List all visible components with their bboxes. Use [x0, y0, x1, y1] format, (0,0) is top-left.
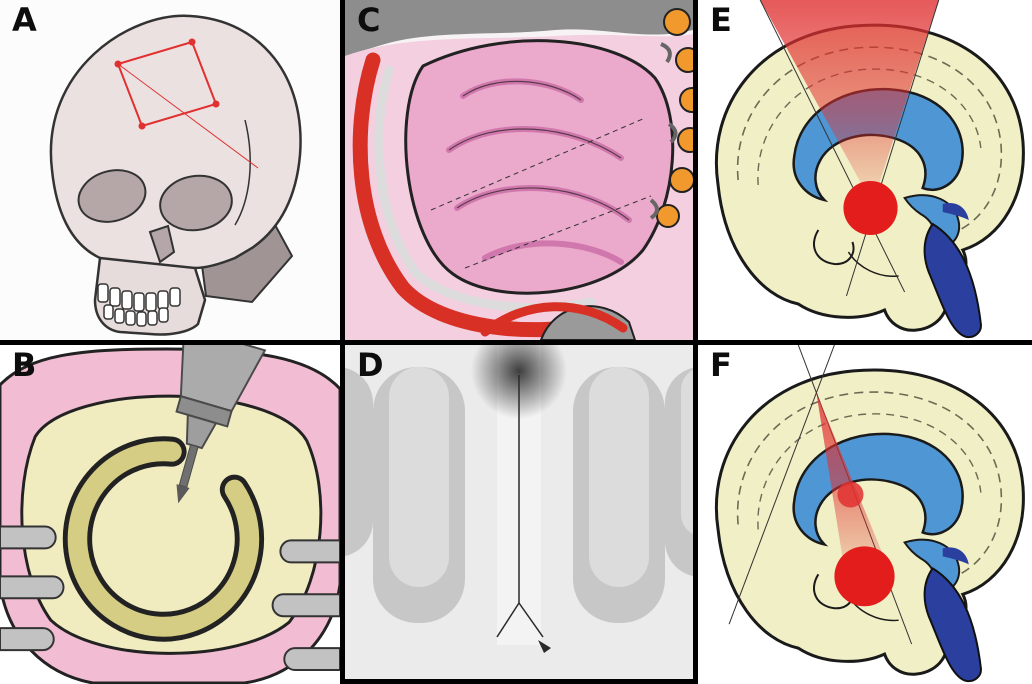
dural-opening-drawing: [345, 0, 693, 340]
beam-crossing-highlight: [837, 481, 864, 508]
panel-label-e: E: [710, 1, 732, 39]
brain-surface: [404, 39, 675, 295]
bottom-vessel: [480, 302, 628, 337]
red-marker-square: [114, 38, 259, 169]
panel-label-a: A: [12, 1, 37, 39]
trajectory-line: [496, 375, 544, 638]
panel-label-b: B: [12, 346, 37, 384]
sulcus-corridor-drawing: [345, 345, 693, 679]
suture-hooks: [649, 42, 678, 220]
panel-label-d: D: [357, 346, 384, 384]
red-target-lesion: [843, 181, 898, 235]
craniotomy-cut: [62, 436, 265, 642]
panel-label-c: C: [357, 1, 381, 39]
dural-tack-up-sutures: [656, 8, 693, 228]
craniotomy-drawing: [0, 345, 340, 684]
trajectory-arrowhead: [538, 640, 551, 653]
skull-drawing: [0, 0, 340, 340]
panel-b-craniotomy: B: [0, 345, 340, 684]
surgical-drill: [175, 345, 267, 504]
wide-red-beam: [760, 0, 939, 204]
panel-a-skull: A: [0, 0, 340, 340]
sagittal-brain-narrow-beam-drawing: [698, 345, 1032, 684]
retractor-hooks: [0, 525, 340, 672]
cortical-folds: [345, 367, 693, 623]
panel-e-wide-beam: E: [698, 0, 1032, 340]
skull-illustration: [49, 14, 302, 336]
sagittal-brain-wide-beam-drawing: [698, 0, 1032, 340]
panel-label-f: F: [710, 346, 732, 384]
teeth: [97, 283, 181, 327]
vessel-red-band: [352, 52, 611, 338]
bottom-retractor: [539, 305, 637, 340]
panel-f-narrow-beam: F: [698, 345, 1032, 684]
dura-fold: [345, 0, 693, 56]
panel-c-dural-opening: C: [345, 0, 693, 340]
panel-d-corridor: D: [345, 345, 693, 684]
red-target-lesion: [834, 546, 895, 607]
